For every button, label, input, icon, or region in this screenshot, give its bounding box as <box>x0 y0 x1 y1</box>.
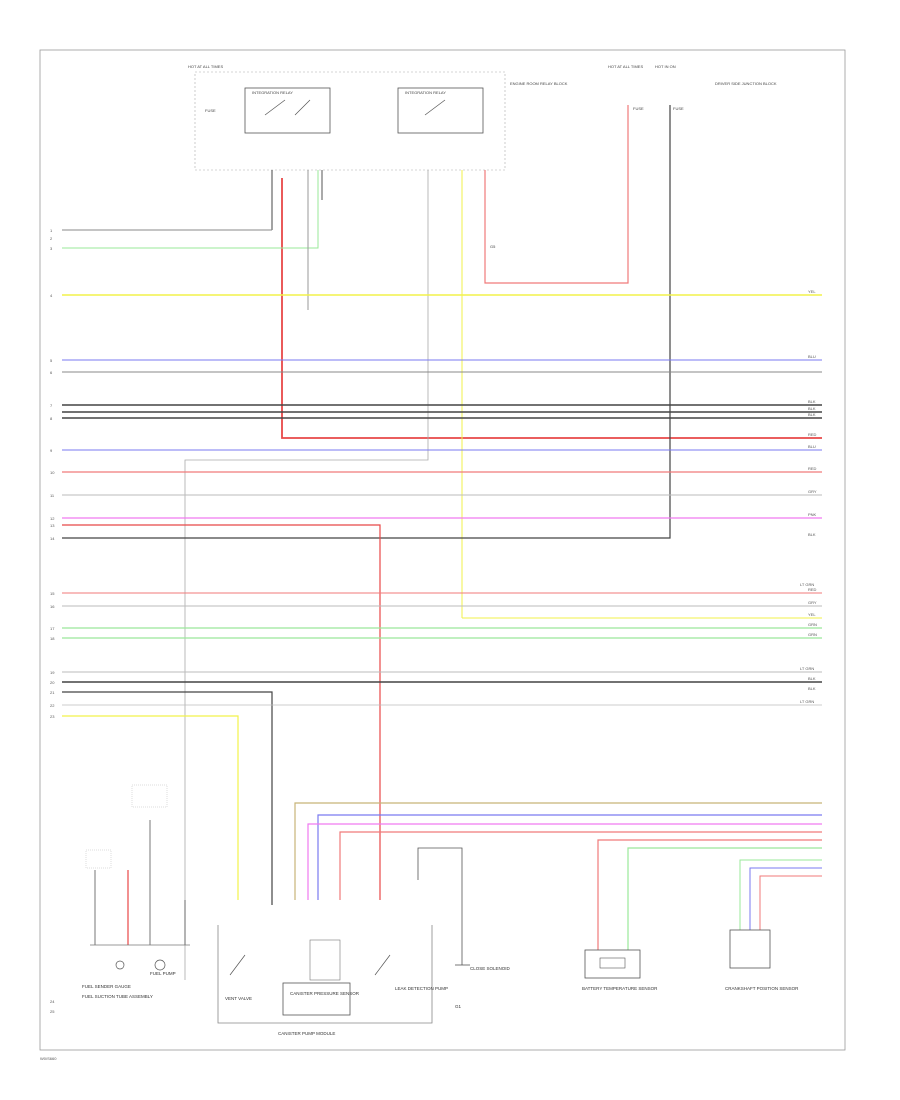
right-label-17: GRN <box>808 632 817 637</box>
wire-red-bus <box>339 831 822 900</box>
wire-vert-red-right <box>484 105 629 284</box>
hot-at-all-times-left: HOT AT ALL TIMES <box>188 64 223 69</box>
integration-relay-left: INTEGRATION RELAY <box>244 87 331 134</box>
wire-vert-gray-mid <box>184 170 429 980</box>
close-solenoid: CLOSE SOLENOID <box>455 900 511 971</box>
left-pin-1: 1 <box>50 228 53 233</box>
right-label-2: BLU <box>808 354 816 359</box>
fuel-pump-label: FUEL PUMP <box>150 971 176 976</box>
crank-sensor: CRANKSHAFT POSITION SENSOR <box>725 929 799 991</box>
left-pin-4: 4 <box>50 293 53 298</box>
engine-room-box-label: ENGINE ROOM RELAY BLOCK <box>510 81 568 86</box>
fuse-mid-label: FUSE <box>673 106 684 111</box>
right-label-6: RED <box>808 432 817 437</box>
left-pin-3: 3 <box>50 246 53 251</box>
left-pin-18: 18 <box>50 636 55 641</box>
ground-g1-label: G1 <box>455 1004 462 1009</box>
right-label-11: BLK <box>808 532 816 537</box>
wire-vert-black-right <box>62 105 671 539</box>
right-label-14: GRY <box>808 600 817 605</box>
ground-label-top: G5 <box>490 244 496 249</box>
canister-pump-label: CANISTER PUMP MODULE <box>278 1031 335 1036</box>
left-pin-23: 23 <box>50 714 55 719</box>
wire-blue-bus2 <box>749 867 822 930</box>
left-pin-13: 13 <box>50 523 55 528</box>
left-pin-5: 5 <box>50 358 53 363</box>
left-pin-24: 24 <box>50 999 55 1004</box>
left-pin-10: 10 <box>50 470 55 475</box>
left-pin-7: 7 <box>50 403 53 408</box>
battery-temp-label: BATTERY TEMPERATURE SENSOR <box>582 986 658 991</box>
right-label-18: LT GRN <box>800 666 814 671</box>
wire-black-5 <box>62 691 273 905</box>
right-label-7: BLU <box>808 444 816 449</box>
right-label-5: BLK <box>808 412 816 417</box>
right-label-4: BLK <box>808 406 816 411</box>
left-pin-11: 11 <box>50 493 55 498</box>
right-label-8: RED <box>808 466 817 471</box>
wire-pink-bus <box>307 823 822 900</box>
left-pin-9: 9 <box>50 448 53 453</box>
fuse-right-label: FUSE <box>633 106 644 111</box>
left-pin-2: 2 <box>50 236 53 241</box>
wire-green-bus2 <box>739 859 822 930</box>
left-pin-16: 16 <box>50 604 55 609</box>
hot-at-all-times-right: HOT AT ALL TIMES <box>608 64 643 69</box>
fuse-left-label: FUSE <box>205 108 216 113</box>
wire-thick-red-main <box>281 178 822 439</box>
wire-blue-bus <box>317 814 822 900</box>
right-label-9: GRY <box>808 489 817 494</box>
right-label-16: GRN <box>808 622 817 627</box>
left-pin-17: 17 <box>50 626 55 631</box>
left-pin-21: 21 <box>50 690 55 695</box>
relay-right-label: INTEGRATION RELAY <box>405 90 446 95</box>
wire-tan-bus <box>294 802 822 900</box>
right-label-21: LT GRN <box>800 699 814 704</box>
left-pin-14: 14 <box>50 536 55 541</box>
right-label-1: YEL <box>808 289 816 294</box>
left-pin-12: 12 <box>50 516 55 521</box>
fuel-sender-assembly: FUEL SENDER GAUGE FUEL PUMP FUEL SUCTION… <box>82 784 190 999</box>
vent-valve-label: VENT VALVE <box>225 996 252 1001</box>
wire-red-bus2 <box>597 839 822 950</box>
leak-check-label: LEAK DETECTION PUMP <box>395 986 448 991</box>
left-pin-8: 8 <box>50 416 53 421</box>
wire-green-bus <box>627 847 822 950</box>
right-label-10: PNK <box>808 512 817 517</box>
left-pin-20: 20 <box>50 680 55 685</box>
right-label-20: BLK <box>808 686 816 691</box>
solenoid-label: CLOSE SOLENOID <box>470 966 511 971</box>
diagram-frame <box>39 49 846 1051</box>
right-label-12: LT GRN <box>800 582 814 587</box>
left-pin-6: 6 <box>50 370 53 375</box>
wire-green-top <box>62 170 319 249</box>
wire-gray-right <box>417 847 463 900</box>
left-pin-15: 15 <box>50 591 55 596</box>
wire-yellow-3 <box>62 715 239 900</box>
relay-group-box <box>194 71 506 171</box>
right-label-15: YEL <box>808 612 816 617</box>
relay-left-label: INTEGRATION RELAY <box>252 90 293 95</box>
left-pin-19: 19 <box>50 670 55 675</box>
junction-block-label: DRIVER SIDE JUNCTION BLOCK <box>715 81 777 86</box>
left-pin-25: 25 <box>50 1009 55 1014</box>
right-label-13: RED <box>808 587 817 592</box>
integration-relay-right: INTEGRATION RELAY <box>397 87 484 134</box>
hot-in-on: HOT IN ON <box>655 64 676 69</box>
right-label-19: BLK <box>808 676 816 681</box>
page-code: W0/S660 <box>40 1056 57 1061</box>
wire-red-down <box>62 524 381 900</box>
canister-pump-module: VENT VALVE CANISTER PRESSURE SENSOR CANI… <box>217 925 448 1036</box>
wire-red-bus3 <box>759 875 822 930</box>
fuel-sensor-caption: FUEL SUCTION TUBE ASSEMBLY <box>82 994 153 999</box>
crank-sensor-label: CRANKSHAFT POSITION SENSOR <box>725 986 799 991</box>
battery-temp-sensor: BATTERY TEMPERATURE SENSOR <box>582 949 658 991</box>
left-pin-22: 22 <box>50 703 55 708</box>
fuel-sender-label: FUEL SENDER GAUGE <box>82 984 131 989</box>
canister-pressure-label: CANISTER PRESSURE SENSOR <box>290 991 360 996</box>
right-label-3: BLK <box>808 399 816 404</box>
